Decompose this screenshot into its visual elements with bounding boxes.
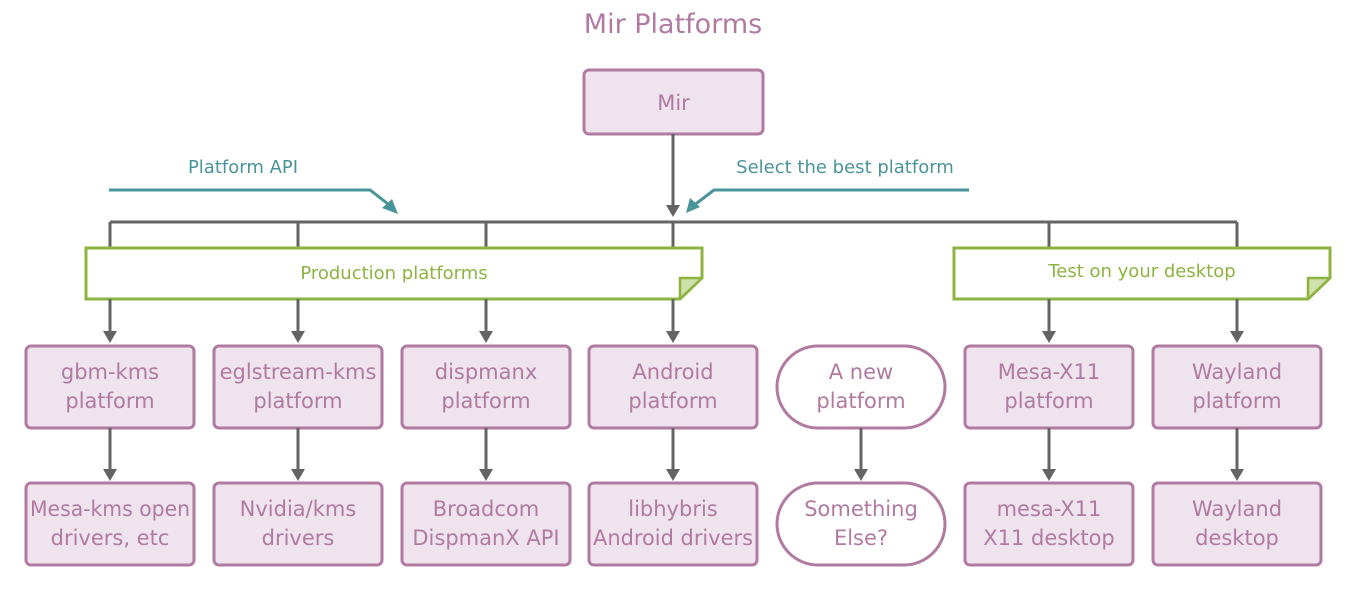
driver-node-label: drivers	[262, 526, 335, 550]
arrowhead	[1230, 469, 1244, 481]
platform-node-box	[587, 344, 759, 430]
platform-node-label: platform	[816, 389, 905, 413]
driver-node-label: Something	[804, 497, 918, 521]
driver-node-eglstream-kms: Nvidia/kms drivers	[212, 481, 384, 567]
platform-node-new: A new platform	[775, 344, 947, 430]
platform-node-label: platform	[1004, 389, 1093, 413]
root-node-mir: Mir	[582, 68, 765, 136]
platform-node-mesa-x11: Mesa-X11 platform	[963, 344, 1135, 430]
production-fold-icon	[678, 276, 704, 301]
root-arrowhead	[666, 205, 680, 217]
arrowhead	[1230, 331, 1244, 343]
driver-node-label: Wayland	[1192, 497, 1282, 521]
driver-node-box	[963, 481, 1135, 567]
platform-api-label: Platform API	[188, 157, 298, 178]
platform-node-label: platform	[441, 389, 530, 413]
arrowhead	[479, 331, 493, 343]
arrowhead	[1042, 469, 1056, 481]
platform-node-box	[775, 344, 947, 430]
platform-node-eglstream-kms: eglstream-kms platform	[212, 344, 384, 430]
arrowhead	[103, 331, 117, 343]
platform-api-arrowhead	[382, 199, 398, 214]
platform-node-box	[1151, 344, 1323, 430]
platform-node-label: Android	[632, 360, 713, 384]
arrowhead	[854, 469, 868, 481]
select-best-label: Select the best platform	[736, 157, 954, 178]
platform-node-label: dispmanx	[435, 360, 538, 384]
platform-node-dispmanx: dispmanx platform	[400, 344, 572, 430]
arrowhead	[666, 469, 680, 481]
platform-node-label: gbm-kms	[61, 360, 159, 384]
platform-node-box	[212, 344, 384, 430]
select-best-arrowhead	[686, 198, 700, 213]
driver-node-box	[24, 481, 196, 567]
platform-node-label: platform	[65, 389, 154, 413]
group-desktop: Test on your desktop	[952, 246, 1332, 301]
driver-node-label: drivers, etc	[51, 526, 170, 550]
driver-node-box	[1151, 481, 1323, 567]
driver-node-label: Mesa-kms open	[30, 497, 190, 521]
arrowhead	[1042, 331, 1056, 343]
platform-node-label: eglstream-kms	[220, 360, 377, 384]
driver-node-gbm-kms: Mesa-kms open drivers, etc	[24, 481, 196, 567]
platform-api-pointer	[109, 188, 393, 209]
driver-node-box	[587, 481, 759, 567]
platform-node-box	[963, 344, 1135, 430]
platform-node-label: Wayland	[1192, 360, 1282, 384]
platform-node-box	[400, 344, 572, 430]
production-group-label: Production platforms	[300, 263, 487, 284]
arrowhead	[291, 469, 305, 481]
driver-node-box	[212, 481, 384, 567]
select-best-pointer	[692, 188, 969, 208]
platform-node-label: platform	[253, 389, 342, 413]
driver-node-label: desktop	[1195, 526, 1279, 550]
driver-node-label: libhybris	[628, 497, 717, 521]
platform-node-android: Android platform	[587, 344, 759, 430]
arrowhead	[479, 469, 493, 481]
driver-node-label: DispmanX API	[412, 526, 559, 550]
driver-node-label: X11 desktop	[983, 526, 1115, 550]
annotation-select-best: Select the best platform	[686, 157, 969, 213]
driver-node-box	[400, 481, 572, 567]
driver-node-label: Broadcom	[433, 497, 539, 521]
arrowhead	[291, 331, 305, 343]
driver-node-label: Nvidia/kms	[240, 497, 357, 521]
arrowhead	[666, 331, 680, 343]
platform-node-wayland: Wayland platform	[1151, 344, 1323, 430]
group-production: Production platforms	[84, 246, 704, 301]
driver-node-label: Android drivers	[593, 526, 753, 550]
platform-node-label: A new	[829, 360, 893, 384]
arrowhead	[103, 469, 117, 481]
platform-node-label: platform	[628, 389, 717, 413]
platform-bus	[108, 220, 1239, 248]
platform-node-box	[24, 344, 196, 430]
platform-node-label: Mesa-X11	[998, 360, 1101, 384]
platform-node-gbm-kms: gbm-kms platform	[24, 344, 196, 430]
driver-node-wayland: Wayland desktop	[1151, 481, 1323, 567]
root-node-label: Mir	[657, 91, 690, 115]
desktop-fold-icon	[1306, 276, 1332, 301]
driver-node-label: mesa-X11	[997, 497, 1102, 521]
desktop-group-label: Test on your desktop	[1047, 261, 1235, 282]
diagram-title: Mir Platforms	[584, 9, 762, 40]
annotation-platform-api: Platform API	[109, 157, 398, 214]
driver-node-label: Else?	[834, 526, 888, 550]
driver-node-box	[775, 481, 947, 567]
platform-node-label: platform	[1192, 389, 1281, 413]
